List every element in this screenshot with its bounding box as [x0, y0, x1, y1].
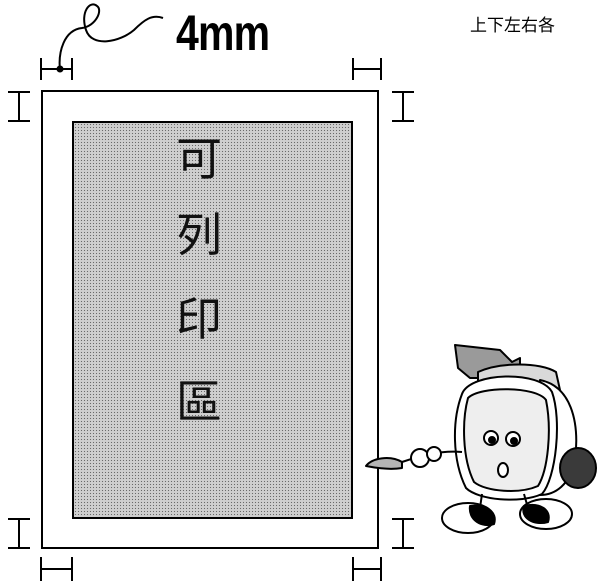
left-bottom-margin-dimension-icon: [8, 518, 30, 549]
leader-dot-icon: [56, 65, 64, 73]
printable-area-char-2: 列: [176, 208, 222, 262]
bottom-left-margin-dimension-icon: [40, 557, 73, 581]
right-top-margin-dimension-icon: [392, 91, 414, 122]
bottom-right-margin-dimension-icon: [352, 557, 382, 581]
printable-area: [72, 121, 353, 519]
printable-area-char-4: 區: [176, 375, 222, 429]
top-right-margin-dimension-icon: [352, 58, 382, 80]
left-top-margin-dimension-icon: [8, 91, 30, 122]
leader-loop-icon: [58, 3, 164, 71]
right-bottom-margin-dimension-icon: [392, 518, 414, 549]
printable-area-char-3: 印: [176, 292, 222, 346]
margin-note: 上下左右各: [470, 16, 555, 36]
printable-area-char-1: 可: [176, 132, 222, 186]
margin-label: 4mm: [176, 5, 270, 61]
mascot-printer-icon: [365, 344, 597, 534]
